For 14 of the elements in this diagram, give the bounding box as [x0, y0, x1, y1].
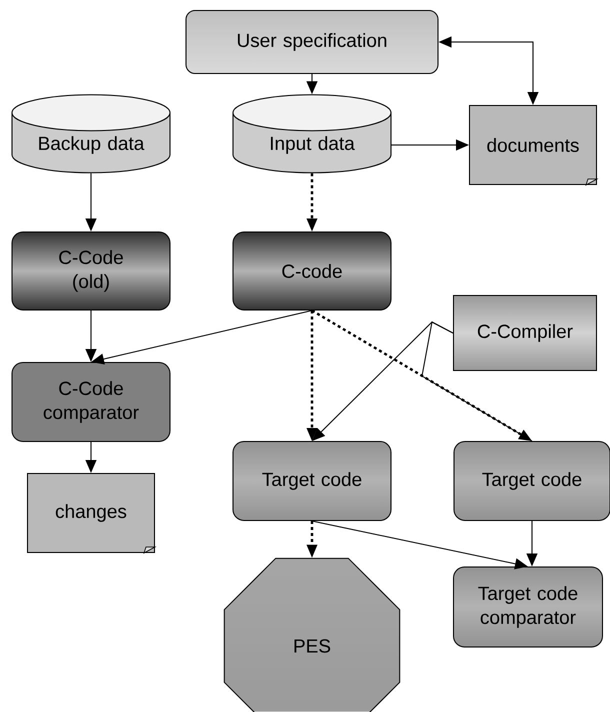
process-box: C-Compiler — [453, 295, 597, 371]
database-cylinder: Backup data — [12, 94, 170, 174]
database-cylinder: Input data — [232, 94, 392, 174]
process-box: User specification — [186, 10, 438, 74]
arrow — [311, 309, 532, 441]
process-box: C-Code (old) — [12, 232, 170, 310]
process-box: C-Code comparator — [12, 362, 170, 442]
process-box: Target code — [454, 441, 610, 521]
arrow — [306, 521, 318, 558]
process-box: C-code — [232, 232, 392, 310]
arrow — [306, 173, 318, 232]
arrow — [306, 310, 318, 441]
process-box: Target code comparator — [453, 566, 603, 648]
process-box: Target code — [232, 441, 392, 521]
